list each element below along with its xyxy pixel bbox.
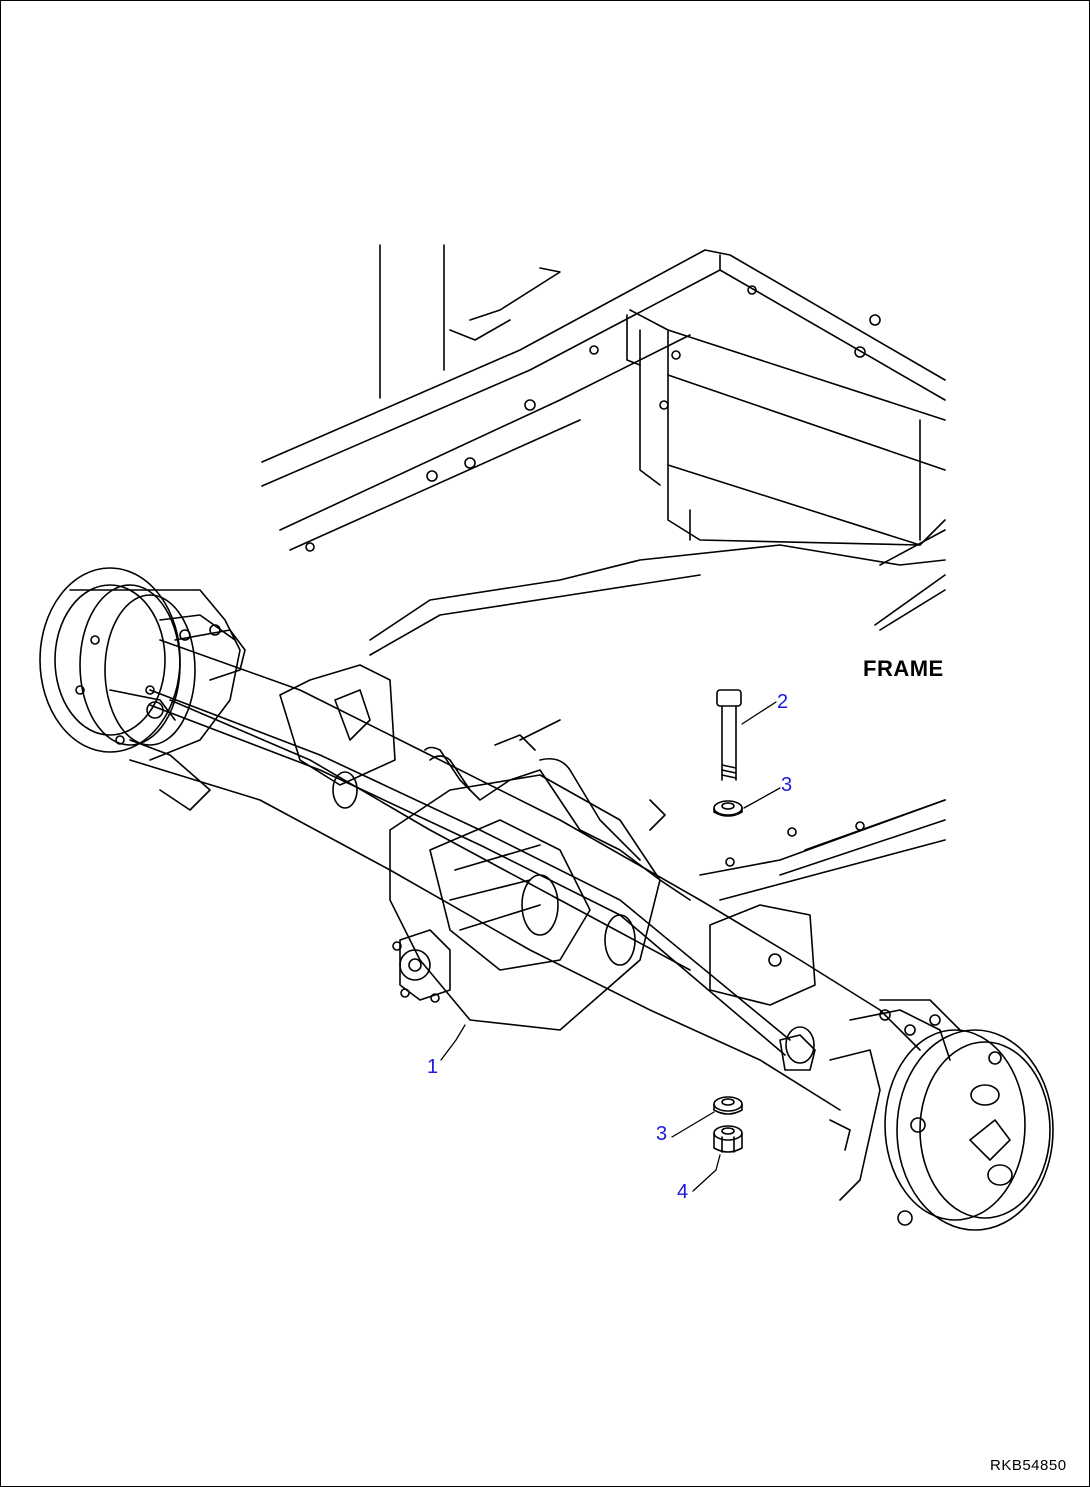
axle-body <box>129 639 921 1111</box>
callout-3-lower: 3 <box>656 1123 668 1145</box>
reference-code: RKB54850 <box>990 1457 1067 1474</box>
upper-washer <box>713 800 743 817</box>
chassis-frame <box>261 244 946 901</box>
callout-2: 2 <box>777 691 789 713</box>
callout-1: 1 <box>427 1056 439 1078</box>
lower-washer <box>713 1096 743 1115</box>
right-wheel-hub <box>779 999 1054 1231</box>
callout-3-upper: 3 <box>781 774 793 796</box>
leader-lines <box>440 701 781 1192</box>
hex-nut <box>713 1125 743 1153</box>
left-wheel-hub <box>39 567 246 811</box>
mount-bolt <box>716 689 742 781</box>
frame-label: FRAME <box>863 656 944 681</box>
callout-4: 4 <box>677 1181 689 1203</box>
